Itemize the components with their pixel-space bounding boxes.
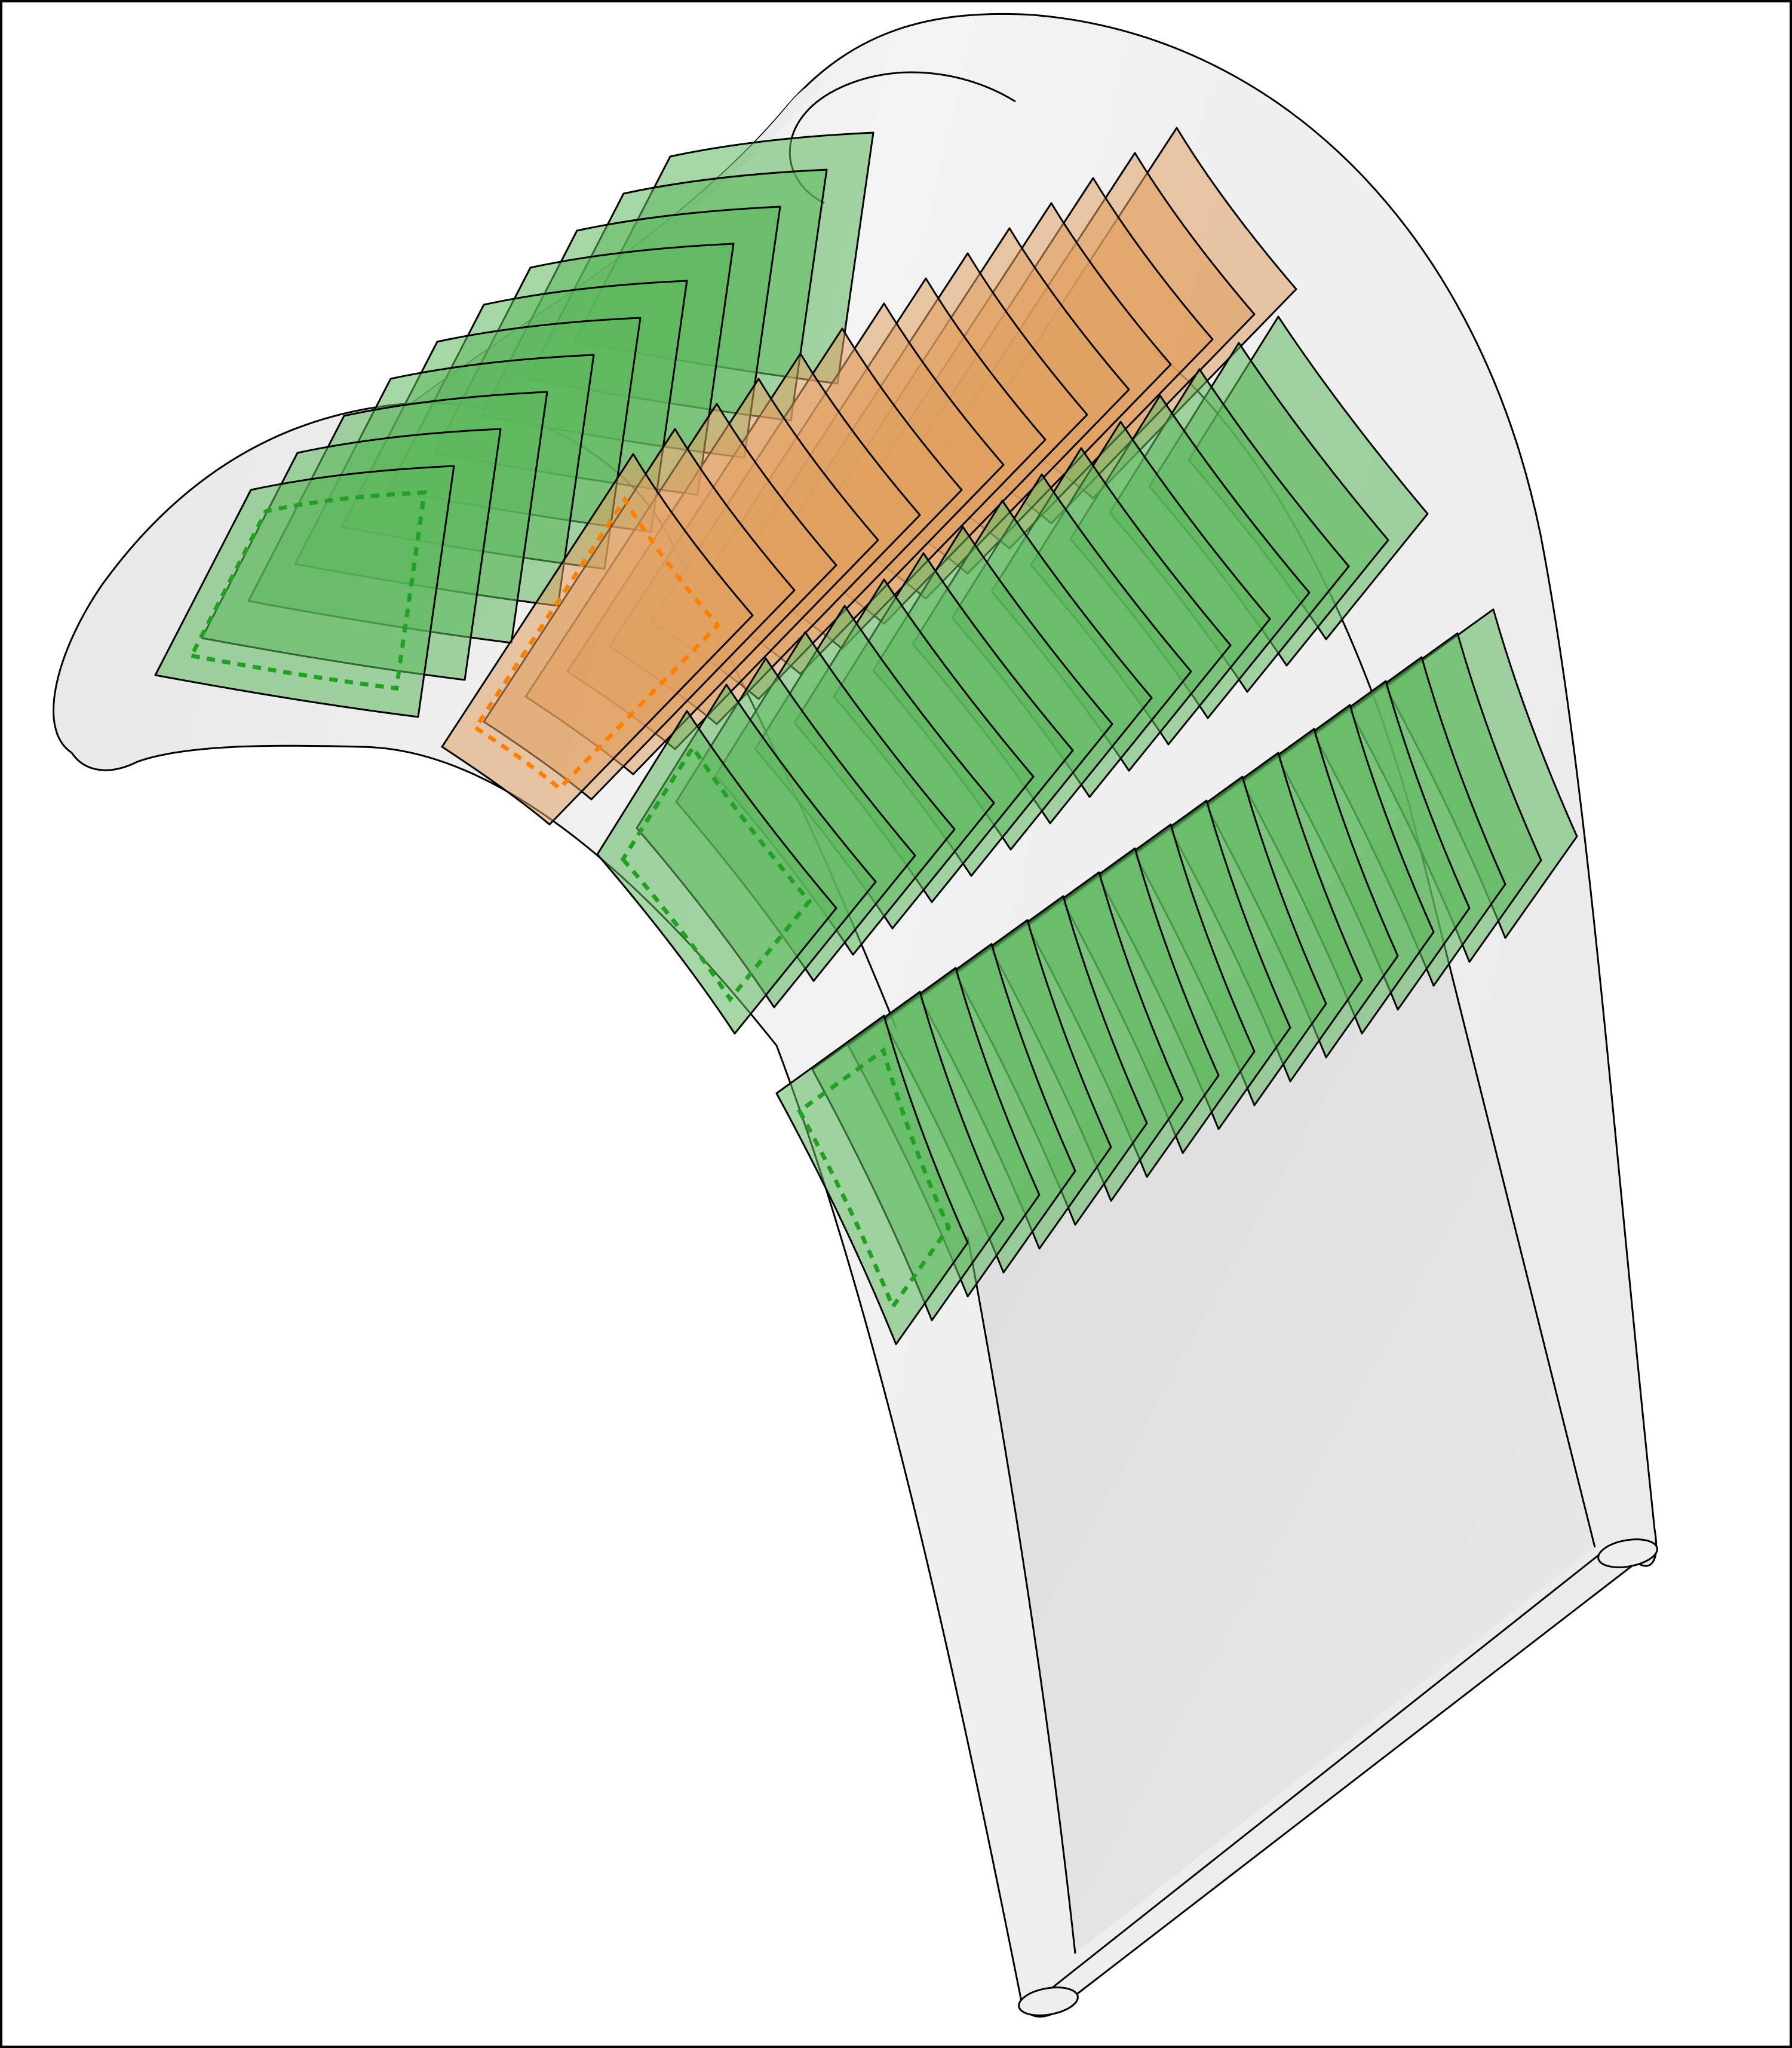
outer-left-coil-dashed-outline — [188, 490, 427, 691]
central-coil-turn — [441, 453, 754, 826]
outer-left-coil-turn — [154, 465, 455, 718]
shell-edge-lines — [966, 348, 1601, 2009]
upper-right-coil-turn — [596, 710, 837, 1035]
outer-left-coil — [154, 131, 874, 718]
upper-right-coil-dashed-outline — [620, 743, 812, 1003]
central-coil — [441, 127, 1297, 826]
lower-right-coil-turn — [775, 1014, 969, 1345]
upper-right-coil — [596, 315, 1429, 1035]
coil-layer — [154, 127, 1578, 1345]
shell-tube-end-right — [1597, 1538, 1658, 1568]
central-coil-dashed-outline — [472, 495, 721, 792]
shell-tube-end-left — [1018, 1986, 1079, 2016]
lower-right-coil — [775, 608, 1578, 1345]
